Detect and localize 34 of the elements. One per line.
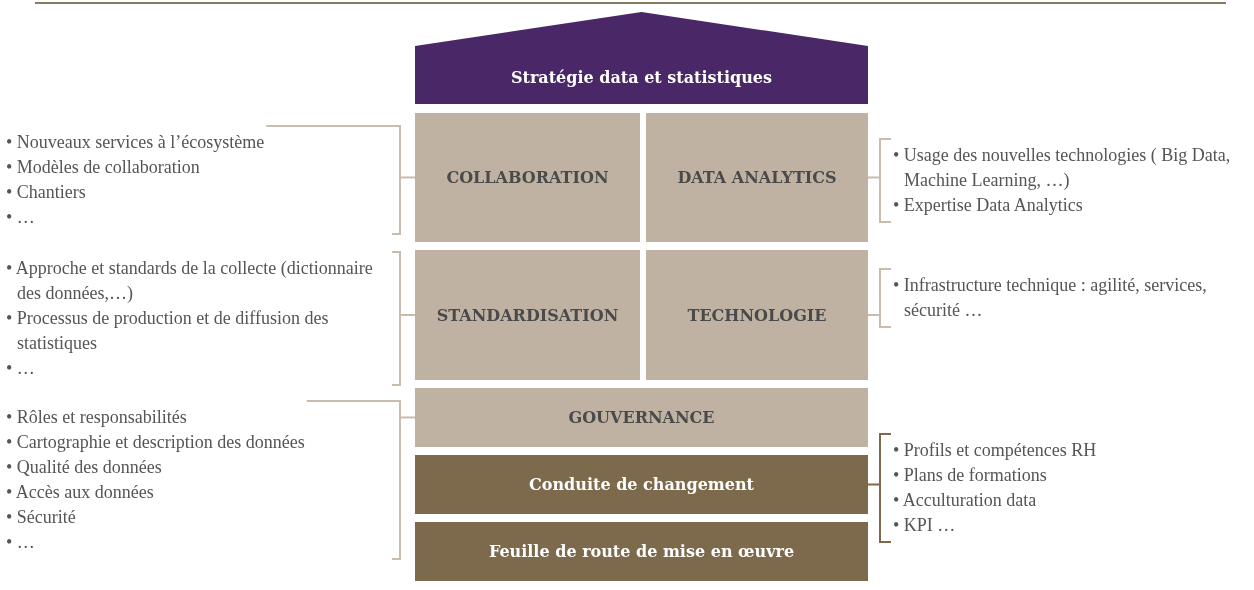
pillar-panel: COLLABORATION xyxy=(415,113,640,242)
bullet-item: • Qualité des données xyxy=(6,456,163,479)
bracket-connector xyxy=(305,400,416,560)
bullet-item: • Processus de production et de diffusion des statistiques xyxy=(6,307,330,355)
pillar-panel: TECHNOLOGIE xyxy=(646,250,868,380)
bullet-item: • … xyxy=(6,531,36,554)
bullet-item: • Plans de formations xyxy=(893,464,1048,487)
bullet-item: • Rôles et responsabilités xyxy=(6,406,188,429)
bullet-item: • KPI … xyxy=(893,514,957,537)
bullet-item: • … xyxy=(6,206,36,229)
bullet-item: • … xyxy=(6,357,36,380)
bullet-item: • Profils et compétences RH xyxy=(893,439,1097,462)
bracket-connector xyxy=(867,138,892,223)
bullet-item: • Expertise Data Analytics xyxy=(893,194,1084,217)
bullet-item: • Sécurité xyxy=(6,506,77,529)
pillar-panel: STANDARDISATION xyxy=(415,250,640,380)
pillar-panel: Feuille de route de mise en œuvre xyxy=(415,522,868,581)
bullet-item: • Infrastructure technique : agilité, services, sécurité … xyxy=(893,274,1208,322)
bracket-connector xyxy=(867,268,892,328)
bullet-item: • Chantiers xyxy=(6,181,87,204)
bracket-connector xyxy=(265,125,416,235)
bullet-item: • Approche et standards de la collecte (dictionnaire des données,…) xyxy=(6,257,374,305)
bracket-connector xyxy=(391,251,416,386)
bullet-item: • Accès aux données xyxy=(6,481,155,504)
pillar-panel: DATA ANALYTICS xyxy=(646,113,868,242)
bullet-item: • Acculturation data xyxy=(893,489,1038,512)
bullet-item: • Modèles de collaboration xyxy=(6,156,201,179)
bullet-item: • Cartographie et description des données xyxy=(6,431,305,454)
banner-title: Stratégie data et statistiques xyxy=(510,68,773,87)
bullet-item: • Usage des nouvelles technologies ( Big Data, Machine Learning, …) xyxy=(893,144,1232,192)
bullet-item: • Nouveaux services à l’écosystème xyxy=(6,131,265,154)
pillar-panel: Conduite de changement xyxy=(415,455,868,514)
pillar-panel: GOUVERNANCE xyxy=(415,388,868,447)
bracket-connector xyxy=(867,433,892,543)
